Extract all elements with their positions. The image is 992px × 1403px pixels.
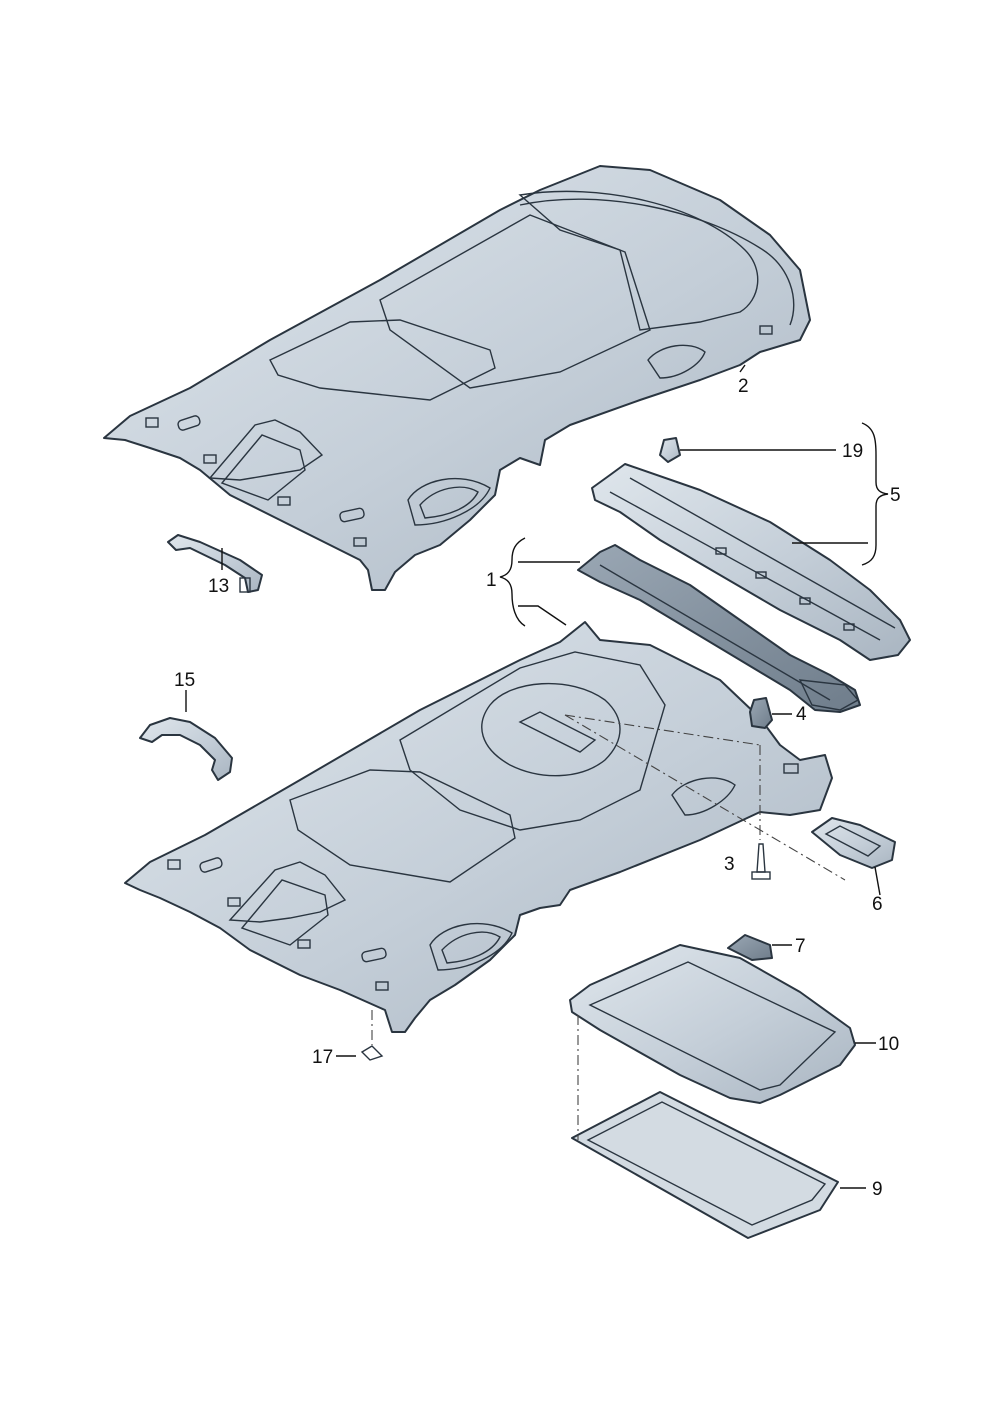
assembly-lines (371, 714, 846, 1140)
callout-1: 1 (486, 570, 497, 591)
callout-4: 4 (796, 704, 807, 725)
headliner-upper (103, 165, 811, 591)
seal-9 (571, 1091, 839, 1239)
callout-10: 10 (878, 1034, 899, 1055)
callout-13: 13 (208, 576, 229, 597)
clip-4 (749, 697, 773, 729)
grab-handle-13 (167, 534, 263, 593)
trim-strip-front (577, 544, 861, 713)
leader-lines (185, 364, 889, 1189)
callout-17: 17 (312, 1047, 333, 1068)
callout-19: 19 (842, 441, 863, 462)
callout-2: 2 (738, 376, 749, 397)
trim-strip-rear (591, 463, 911, 661)
clip-19 (659, 437, 681, 463)
grab-handle-15 (139, 717, 233, 781)
callout-15: 15 (174, 670, 195, 691)
callout-9: 9 (872, 1179, 883, 1200)
headliner-lower (124, 621, 833, 1033)
screw-3 (751, 843, 771, 880)
bracket-7 (727, 934, 773, 961)
callout-5: 5 (890, 485, 901, 506)
callout-6: 6 (872, 894, 883, 915)
frame-10 (569, 944, 856, 1104)
callout-7: 7 (795, 936, 806, 957)
callout-3: 3 (724, 854, 735, 875)
label-17 (360, 1045, 384, 1061)
callouts: 1 2 3 4 5 6 7 9 10 13 15 17 19 (174, 376, 901, 1200)
cover-6 (811, 817, 896, 869)
